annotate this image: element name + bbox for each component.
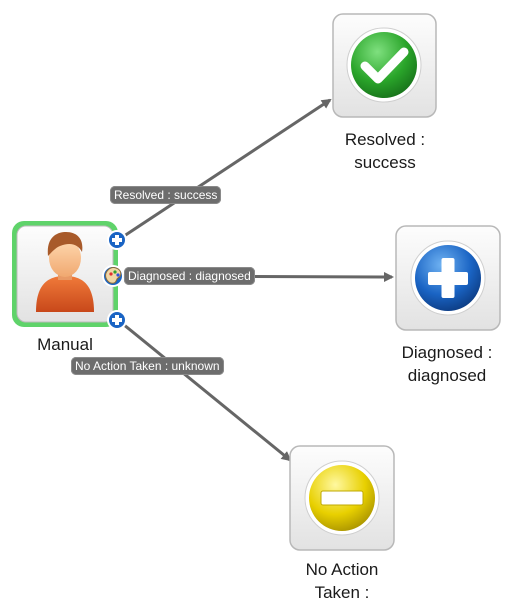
edge-label-diagnosed[interactable]: Diagnosed : diagnosed xyxy=(124,267,255,285)
node-manual[interactable] xyxy=(12,221,118,327)
node-label-no-action-line2: Taken : xyxy=(314,583,370,602)
user-icon xyxy=(36,232,94,312)
node-no-action[interactable] xyxy=(289,445,395,551)
plus-icon xyxy=(410,240,486,316)
palette-icon xyxy=(105,267,122,284)
edge-line-no-action[interactable] xyxy=(117,318,292,462)
minus-icon xyxy=(304,460,380,536)
edge-label-no-action[interactable]: No Action Taken : unknown xyxy=(71,357,224,375)
node-label-no-action: No Action Taken : xyxy=(282,558,402,604)
node-label-diagnosed-line1: Diagnosed : xyxy=(401,343,493,362)
node-label-resolved-line2: success xyxy=(354,153,416,172)
node-label-no-action-line1: No Action xyxy=(305,560,379,579)
palette-port-button[interactable] xyxy=(102,265,124,287)
node-label-diagnosed-line2: diagnosed xyxy=(407,366,487,385)
node-diagnosed[interactable] xyxy=(395,225,501,331)
check-icon xyxy=(346,27,422,103)
edge-label-resolved[interactable]: Resolved : success xyxy=(110,186,222,204)
node-label-manual: Manual xyxy=(37,335,93,354)
add-port-no-action-button[interactable] xyxy=(107,310,127,330)
edge-line-resolved[interactable] xyxy=(117,98,332,242)
node-label-resolved: Resolved : success xyxy=(325,128,445,174)
node-resolved[interactable] xyxy=(332,13,437,118)
node-label-resolved-line1: Resolved : xyxy=(344,130,426,149)
add-port-resolved-button[interactable] xyxy=(107,230,127,250)
node-label-diagnosed: Diagnosed : diagnosed xyxy=(386,341,506,387)
